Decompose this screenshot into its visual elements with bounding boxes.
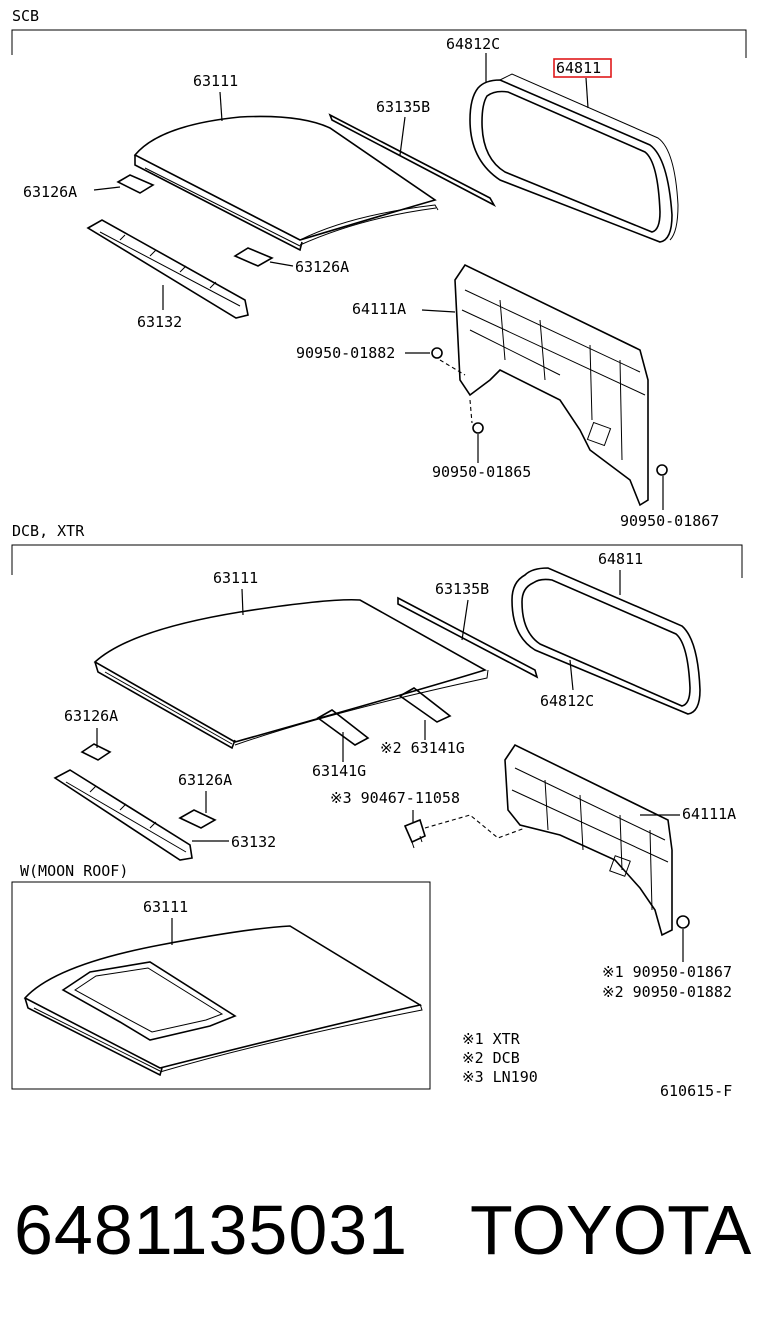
silencer-top-b <box>233 247 274 267</box>
note-2: ※2 DCB <box>462 1049 520 1067</box>
back-glass-middle <box>511 567 701 715</box>
label-63141g-middle-1: 63141G <box>312 762 366 780</box>
back-panel-top <box>454 263 649 507</box>
front-header-middle <box>397 596 539 679</box>
label-63135b-top: 63135B <box>376 98 430 116</box>
clip-90950-01867 <box>656 464 668 476</box>
label-90950-01867-top: 90950-01867 <box>620 512 719 530</box>
label-63126a-middle-1: 63126A <box>64 707 118 725</box>
label-63132-top: 63132 <box>137 313 182 331</box>
rear-header-middle <box>53 769 193 861</box>
label-63111-moon-roof: 63111 <box>143 898 188 916</box>
front-header-top <box>328 113 497 207</box>
label-90950-01865-top: 90950-01865 <box>432 463 531 481</box>
highlight-box-64811 <box>553 58 612 78</box>
label-64811-middle: 64811 <box>598 550 643 568</box>
section-title-moon-roof: W(MOON ROOF) <box>20 862 128 880</box>
footer-part-number: 6481135031 <box>14 1191 409 1269</box>
label-63126a-top-1: 63126A <box>23 183 77 201</box>
label-64111a-middle: 64111A <box>682 805 736 823</box>
label-64811-top: 64811 <box>556 59 601 77</box>
silencer-middle-a <box>80 743 112 761</box>
label-63126a-middle-2: 63126A <box>178 771 232 789</box>
label-64111a-top: 64111A <box>352 300 406 318</box>
label-90950-01867-middle: ※1 90950-01867 <box>602 963 732 981</box>
label-63135b-middle: 63135B <box>435 580 489 598</box>
clip-90467-11058 <box>403 818 426 849</box>
label-63132-middle: 63132 <box>231 833 276 851</box>
roof-panel-moon-roof <box>23 925 423 1077</box>
label-90950-01882-top: 90950-01882 <box>296 344 395 362</box>
back-panel-middle <box>504 743 673 937</box>
section-title-scb: SCB <box>12 7 39 25</box>
roof-bow-middle <box>316 687 452 746</box>
note-1: ※1 XTR <box>462 1030 521 1048</box>
moon-roof-box <box>11 881 431 1090</box>
silencer-top-a <box>116 174 155 194</box>
clip-90950-01882 <box>431 347 443 359</box>
silencer-middle-b <box>178 809 217 829</box>
label-63141g-middle-2: ※2 63141G <box>380 739 465 757</box>
roof-panel-top <box>133 115 439 252</box>
clip-90950-01865 <box>472 422 484 434</box>
footer-brand: TOYOTA <box>470 1191 752 1269</box>
rear-header-top <box>86 219 249 319</box>
roof-panel-middle <box>93 598 489 750</box>
label-63111-top: 63111 <box>193 72 238 90</box>
label-64812c-top: 64812C <box>446 35 500 53</box>
label-90950-01882-middle: ※2 90950-01882 <box>602 983 732 1001</box>
section-bracket-dcb-xtr <box>11 544 743 578</box>
diagram-code: 610615-F <box>660 1082 732 1100</box>
label-63111-middle: 63111 <box>213 569 258 587</box>
note-3: ※3 LN190 <box>462 1068 538 1086</box>
back-glass-top <box>469 73 679 243</box>
label-64812c-middle: 64812C <box>540 692 594 710</box>
label-90467-11058-middle: ※3 90467-11058 <box>330 789 460 807</box>
section-title-dcb-xtr: DCB, XTR <box>12 522 85 540</box>
label-63126a-top-2: 63126A <box>295 258 349 276</box>
plug-middle <box>676 915 690 929</box>
section-bracket-scb <box>11 29 747 58</box>
